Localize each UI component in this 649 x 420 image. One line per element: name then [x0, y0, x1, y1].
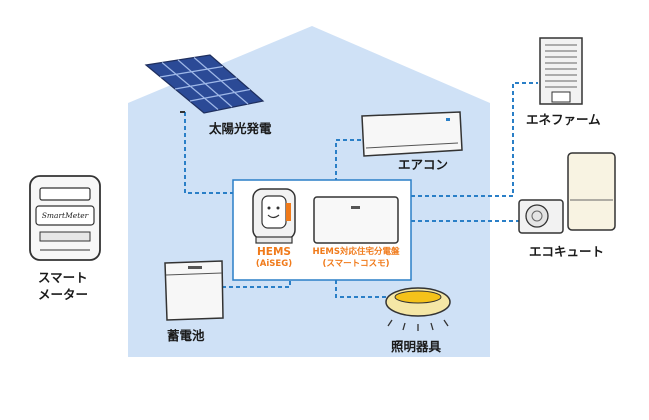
label-hems: HEMS — [257, 246, 291, 258]
label-lighting: 照明器具 — [391, 339, 442, 354]
label-battery: 蓄電池 — [167, 328, 205, 343]
distribution-panel-icon — [313, 196, 399, 244]
label-distribution-panel: HEMS対応住宅分電盤 — [312, 247, 400, 257]
connector-lighting — [335, 280, 388, 298]
label-hems-sub: (AiSEG) — [255, 259, 293, 269]
smart-meter-icon — [29, 175, 101, 261]
ceiling-light-icon — [385, 287, 451, 331]
label-ecocute: エコキュート — [529, 244, 605, 259]
label-distribution-panel-sub: (スマートコスモ) — [322, 259, 390, 269]
hems-device-icon — [252, 188, 296, 244]
connector-aircon — [335, 139, 361, 180]
storage-battery-icon — [164, 260, 224, 321]
enefarm-icon — [539, 37, 583, 105]
connector-enefarm — [411, 82, 538, 197]
label-aircon: エアコン — [398, 157, 449, 172]
ecocute-icon — [518, 152, 616, 234]
meter-display-text: SmartMeter — [41, 211, 89, 220]
label-enefarm: エネファーム — [526, 112, 601, 127]
solar-panel-icon — [144, 54, 265, 114]
air-conditioner-icon — [361, 111, 463, 157]
connector-solar — [184, 112, 250, 194]
label-smart-meter-line1: スマート — [38, 270, 88, 285]
label-smart-meter-line2: メーター — [38, 287, 89, 302]
label-solar: 太陽光発電 — [209, 121, 272, 136]
